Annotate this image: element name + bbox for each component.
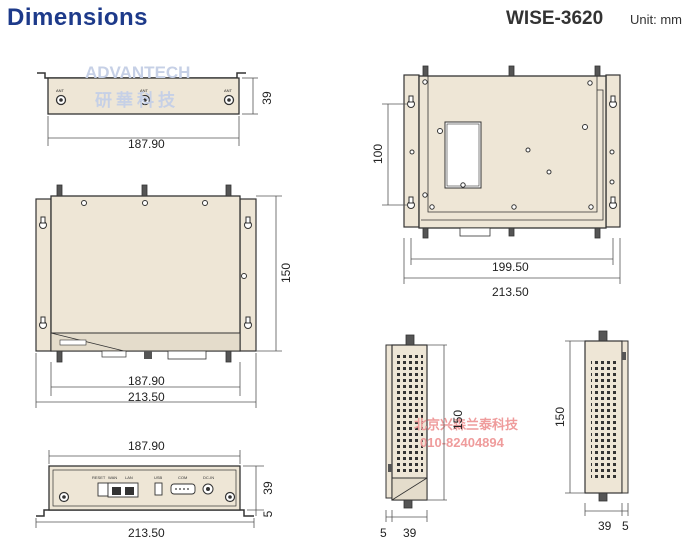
unit-label: Unit: mm xyxy=(630,12,682,27)
bottom-view: 100 199.50 213.50 xyxy=(371,65,621,299)
bottom-overall-width-label: 213.50 xyxy=(492,285,529,299)
front-width-label: 187.90 xyxy=(128,137,165,151)
top-body-width-label: 187.90 xyxy=(128,374,165,388)
rear-overall-width-label: 213.50 xyxy=(128,526,165,540)
reset-port-icon xyxy=(97,482,109,497)
top-overall-width-label: 213.50 xyxy=(128,390,165,404)
side-thickness-label: 39 xyxy=(403,526,417,540)
rear-view: RESET WAN LAN USB COM DC-IN 187.90 213.5… xyxy=(35,439,275,540)
svg-text:USB: USB xyxy=(154,475,163,480)
svg-text:COM: COM xyxy=(178,475,187,480)
svg-text:WAN: WAN xyxy=(108,475,117,480)
side-flange-label: 5 xyxy=(380,526,387,540)
top-depth-label: 150 xyxy=(279,263,293,283)
front-view: ANT ANT ANT ADVANTECH 研華科技 187.90 39 xyxy=(37,63,274,151)
top-view: 150 187.90 213.50 xyxy=(35,184,293,408)
side2-thickness-label: 39 xyxy=(598,519,612,533)
svg-text:ANT: ANT xyxy=(140,88,149,93)
page-title: Dimensions xyxy=(7,4,149,31)
dealer-watermark: 北京兴森兰泰科技 xyxy=(414,417,519,432)
brand-watermark: ADVANTECH xyxy=(85,63,190,82)
com-port-icon xyxy=(170,483,196,495)
bottom-bracket-label: 100 xyxy=(371,144,385,164)
rear-height-label: 39 xyxy=(261,481,275,495)
phone-watermark: 010-82404894 xyxy=(420,435,505,450)
svg-text:RESET: RESET xyxy=(92,475,106,480)
side-view-right: 150 39 5 xyxy=(553,330,629,533)
brand-cn-watermark: 研華科技 xyxy=(95,90,179,110)
rear-body-width-label: 187.90 xyxy=(128,439,165,453)
bottom-body-width-label: 199.50 xyxy=(492,260,529,274)
svg-text:ANT: ANT xyxy=(224,88,233,93)
model-name: WISE-3620 xyxy=(506,8,604,29)
side2-flange-label: 5 xyxy=(622,519,629,533)
svg-text:DC-IN: DC-IN xyxy=(203,475,214,480)
svg-text:LAN: LAN xyxy=(125,475,133,480)
front-height-label: 39 xyxy=(260,91,274,105)
side-depth-label: 150 xyxy=(451,410,465,430)
side2-depth-label: 150 xyxy=(553,407,567,427)
usb-port-icon xyxy=(154,482,163,496)
rear-flange-label: 5 xyxy=(261,510,275,517)
side-view-left: 北京兴森兰泰科技 010-82404894 150 5 39 xyxy=(380,334,519,540)
svg-text:ANT: ANT xyxy=(56,88,65,93)
